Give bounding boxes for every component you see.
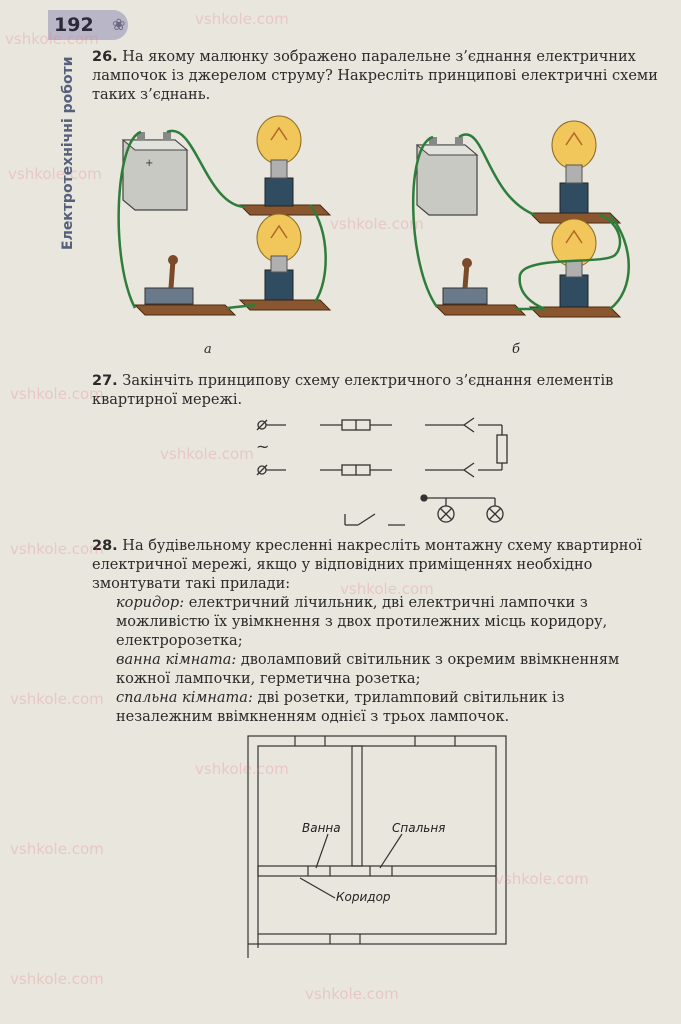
battery: + (121, 132, 189, 211)
figure-b-label: б (512, 342, 520, 357)
watermark: vshkole.com (160, 445, 254, 463)
requirement-bathroom: ванна кімната: дволамповий світильник з … (116, 652, 620, 687)
task-26: 26. На якому малюнку зображено паралельн… (92, 48, 662, 105)
switch (133, 255, 237, 316)
task-27-schematic: ~ (256, 417, 508, 526)
switch-symbol (357, 513, 376, 526)
floor-plan (247, 735, 507, 958)
plan-label-bathroom: Ванна (302, 821, 341, 835)
lamp-1 (238, 115, 332, 216)
plan-label-bedroom: Спальня (392, 821, 446, 835)
task-intro: На будівельному кресленні накресліть мон… (92, 538, 642, 592)
wires (117, 129, 327, 310)
watermark: vshkole.com (10, 970, 104, 988)
task-text: На якому малюнку зображено паралельне з’… (92, 49, 658, 103)
task-number: 28. (92, 538, 118, 554)
svg-text:+: + (145, 158, 153, 169)
page-ornament-icon: ❀ (112, 15, 126, 34)
task-27: 27. Закінчіть принципову схему електричн… (92, 372, 662, 410)
figure-b-circuit (411, 120, 630, 318)
battery (415, 137, 479, 216)
plan-label-corridor: Коридор (336, 890, 391, 904)
ac-symbol: ~ (256, 437, 269, 456)
watermark: vshkole.com (10, 840, 104, 858)
watermark: vshkole.com (10, 690, 104, 708)
partition-wall (351, 745, 363, 867)
requirement-bedroom: спальна кімната: дві розетки, трилamпови… (116, 690, 565, 725)
lamp-2 (528, 218, 622, 318)
lamp-symbol (486, 505, 504, 523)
watermark: vshkole.com (10, 385, 104, 403)
figure-a-label: а (204, 342, 212, 357)
task-number: 27. (92, 373, 118, 389)
watermark: vshkole.com (10, 540, 104, 558)
section-title: Електротехнічні роботи (60, 56, 76, 250)
watermark: vshkole.com (8, 165, 102, 183)
task-28: 28. На будівельному кресленні накресліть… (92, 537, 662, 727)
switch (433, 258, 527, 316)
resistor (496, 434, 508, 464)
task-text: Закінчіть принципову схему електричного … (92, 373, 614, 408)
outer-wall (247, 735, 507, 945)
lamp-2 (238, 213, 332, 311)
lamp-symbol (437, 505, 455, 523)
watermark: vshkole.com (305, 985, 399, 1003)
requirement-corridor: коридор: електричний лічильник, дві елек… (116, 595, 608, 649)
socket-symbol (462, 462, 475, 478)
corridor-wall (257, 865, 497, 877)
figure-a-circuit: + (117, 115, 332, 316)
wires (411, 133, 630, 311)
task-number: 26. (92, 49, 118, 65)
lamp-1 (528, 120, 622, 224)
watermark: vshkole.com (195, 10, 289, 28)
page-number: 192 ❀ (48, 10, 128, 40)
socket-symbol (462, 417, 475, 433)
